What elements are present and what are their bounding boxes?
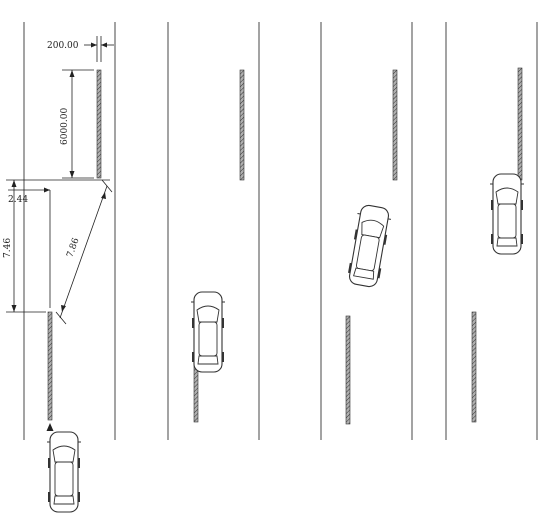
- arrow-head-icon: [11, 180, 17, 187]
- diagonal-label: 7.86: [65, 237, 81, 260]
- gap-width-label: 200.00: [47, 41, 79, 51]
- barrier-segment: [239, 69, 245, 181]
- dimension-offset: 2.44: [8, 187, 51, 308]
- arrow-head-icon: [101, 192, 106, 199]
- barrier-segments: [47, 67, 523, 425]
- road-lines: [23, 22, 538, 440]
- arrow-head-icon: [11, 305, 17, 312]
- arrow-head-icon: [44, 187, 50, 193]
- barrier-segment: [47, 311, 53, 421]
- arrow-head-icon: [69, 70, 75, 77]
- arrow-head-icon: [91, 42, 97, 48]
- barrier-segment: [471, 311, 477, 423]
- car-icon: [190, 291, 226, 373]
- segment-length-label: 6000.00: [60, 108, 70, 145]
- dimension-vertical-gap: 7.46: [3, 179, 110, 313]
- arrow-head-icon: [46, 423, 54, 431]
- car-icon: [344, 203, 394, 289]
- offset-label: 2.44: [8, 195, 28, 205]
- barrier-segment: [517, 67, 523, 181]
- dimension-gap-width: 200.00: [47, 36, 114, 62]
- barrier-segment: [392, 69, 398, 181]
- dimension-segment-length: 6000.00: [60, 69, 94, 179]
- arrow-head-icon: [69, 171, 75, 178]
- barrier-segment: [96, 69, 102, 179]
- arrow-head-icon: [61, 305, 66, 312]
- car-icon: [489, 173, 525, 255]
- arrow-head-icon: [101, 42, 107, 48]
- vertical-gap-label: 7.46: [3, 238, 13, 258]
- car-icon: [46, 431, 82, 513]
- dimension-diagonal: 7.86: [55, 179, 113, 325]
- barrier-segment: [345, 315, 351, 425]
